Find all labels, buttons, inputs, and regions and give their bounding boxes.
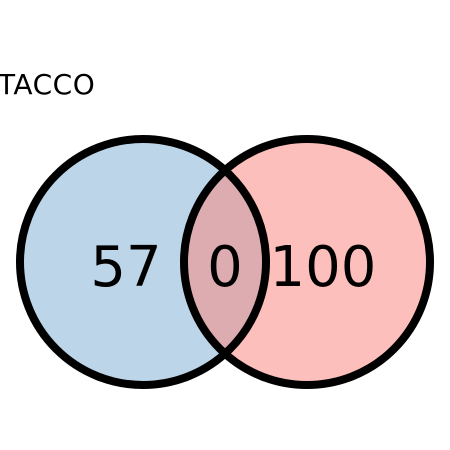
set-a-outline bbox=[16, 135, 270, 389]
only-a-count: 57 bbox=[90, 235, 161, 300]
intersection-count: 0 bbox=[207, 235, 243, 300]
set-b-outline bbox=[180, 135, 434, 389]
only-b-count: 100 bbox=[270, 235, 377, 300]
diagram-title: TACCO bbox=[0, 68, 96, 101]
